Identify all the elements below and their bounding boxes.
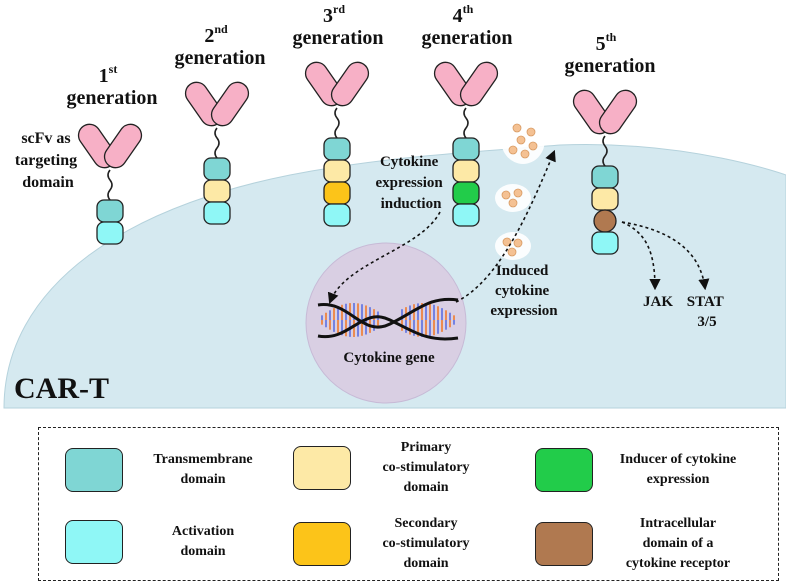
cell-label: CAR-T [14, 372, 109, 405]
car-receptor-gen-1 [77, 123, 143, 245]
legend-label: Inducer of cytokine expression [619, 452, 737, 487]
scfv-domain [184, 81, 250, 127]
car-receptor-gen-5 [572, 89, 638, 255]
car-receptor-gen-4 [433, 61, 499, 227]
pri-domain [203, 179, 231, 203]
hinge-linker [602, 135, 608, 167]
cytokine-gene-label: Cytokine gene [343, 350, 435, 366]
jak-label: JAK [643, 294, 673, 310]
hinge-linker [214, 127, 220, 159]
scfv-domain [77, 123, 143, 169]
secondary-costim-swatch [293, 522, 351, 566]
legend-label: Secondary co-stimulatory domain [382, 516, 470, 571]
scfv-domain [433, 61, 499, 107]
pri-domain [452, 159, 480, 183]
cytokine-receptor-domain [593, 209, 617, 233]
stat-label: STAT 3/5 [687, 294, 727, 330]
legend: Transmembrane domain Primary co-stimulat… [38, 427, 779, 581]
cytokine-vesicles [495, 116, 545, 260]
tm-domain [203, 157, 231, 181]
legend-label: Intracellular domain of a cytokine recep… [625, 516, 731, 571]
pri-domain [591, 187, 619, 211]
arrow-gene-to-cytokine [455, 149, 556, 303]
activation-swatch [65, 520, 123, 564]
legend-label: Activation domain [171, 524, 235, 559]
legend-item-transmembrane: Transmembrane domain [65, 448, 283, 492]
tm-domain [452, 137, 480, 161]
scfv-domain [304, 61, 370, 107]
ind-domain [452, 181, 480, 205]
pri-domain [323, 159, 351, 183]
act-domain [323, 203, 351, 227]
tm-domain [591, 165, 619, 189]
act-domain [591, 231, 619, 255]
legend-item-activation: Activation domain [65, 520, 283, 564]
induced-cytokine-label: Induced cytokine expression [490, 263, 558, 319]
legend-label: Primary co-stimulatory domain [382, 440, 470, 495]
scfv-domain [572, 89, 638, 135]
hinge-linker [334, 107, 340, 139]
arrow-to-stat [621, 221, 710, 291]
inducer-swatch [535, 448, 593, 492]
hinge-linker [107, 169, 113, 201]
cytokine-receptor-swatch [535, 522, 593, 566]
scfv-label: scFv as targeting domain [15, 130, 81, 191]
arrow-induction-to-gene [327, 211, 441, 305]
tm-domain [96, 199, 124, 223]
arrow-to-jak [621, 221, 661, 291]
legend-item-cytokine-receptor: Intracellular domain of a cytokine recep… [535, 514, 763, 574]
legend-label: Transmembrane domain [153, 452, 253, 487]
act-domain [203, 201, 231, 225]
cytokine-induction-label: Cytokine expression induction [376, 154, 447, 212]
act-domain [96, 221, 124, 245]
sec-domain [323, 181, 351, 205]
legend-item-secondary: Secondary co-stimulatory domain [293, 514, 501, 574]
dna-helix [317, 297, 459, 341]
hinge-linker [463, 107, 469, 139]
nucleus [305, 242, 467, 404]
primary-costim-swatch [293, 446, 351, 490]
transmembrane-swatch [65, 448, 123, 492]
tm-domain [323, 137, 351, 161]
car-receptor-gen-2 [184, 81, 250, 225]
act-domain [452, 203, 480, 227]
legend-item-inducer: Inducer of cytokine expression [535, 448, 763, 492]
legend-item-primary: Primary co-stimulatory domain [293, 438, 501, 498]
car-receptor-gen-3 [304, 61, 370, 227]
